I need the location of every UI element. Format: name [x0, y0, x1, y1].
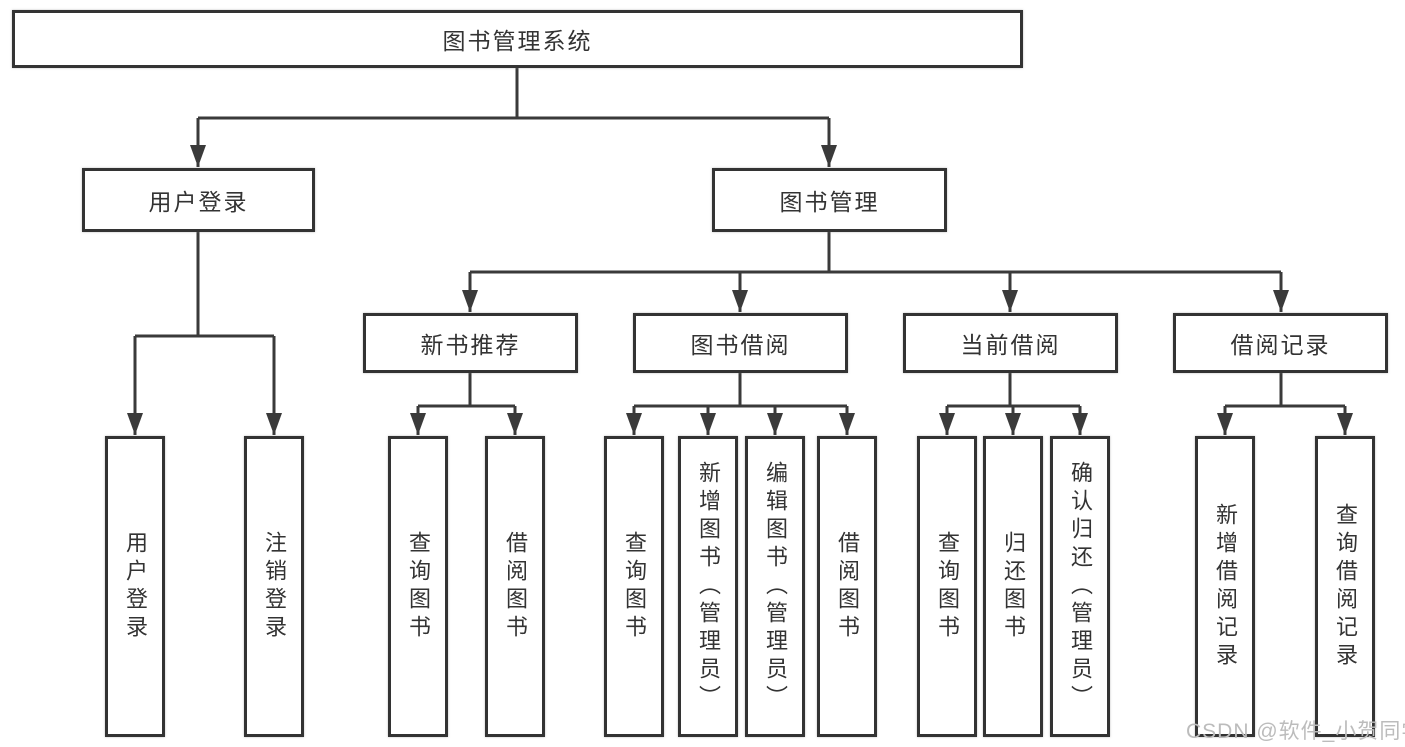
node-current-borrow: 当前借阅	[903, 313, 1118, 373]
leaf-cb-query-books-label: 查询图书	[935, 530, 960, 643]
leaf-bb-borrow-books-label: 借阅图书	[835, 530, 860, 643]
leaf-bb-query-books: 查询图书	[604, 436, 664, 737]
leaf-cb-confirm-return-admin-label: 确认归还（管理员）	[1068, 460, 1093, 713]
node-user-login: 用户登录	[82, 168, 315, 232]
connector-root	[198, 68, 829, 120]
connector-book-management	[470, 232, 1281, 274]
leaf-br-query-record-label: 查询借阅记录	[1333, 502, 1358, 671]
leaf-bb-edit-books-admin-label: 编辑图书（管理员）	[763, 460, 788, 713]
node-book-borrow: 图书借阅	[633, 313, 848, 373]
leaf-user-login-label: 用户登录	[123, 530, 148, 643]
connector-new-book	[418, 373, 515, 408]
leaf-cb-return-books: 归还图书	[983, 436, 1043, 737]
leaf-cb-confirm-return-admin: 确认归还（管理员）	[1050, 436, 1110, 737]
leaf-logout: 注销登录	[244, 436, 304, 737]
leaf-nb-borrow-books: 借阅图书	[485, 436, 545, 737]
leaf-cb-query-books: 查询图书	[917, 436, 977, 737]
connector-user-login	[135, 232, 274, 338]
leaf-bb-add-books-admin-label: 新增图书（管理员）	[696, 460, 721, 713]
leaf-bb-edit-books-admin: 编辑图书（管理员）	[745, 436, 805, 737]
connector-borrow-records	[1225, 373, 1345, 408]
leaf-logout-label: 注销登录	[262, 530, 287, 643]
csdn-watermark: CSDN @软件_小贺同学	[1186, 720, 1405, 743]
node-borrow-records: 借阅记录	[1173, 313, 1388, 373]
leaf-cb-return-books-label: 归还图书	[1001, 530, 1026, 643]
leaf-bb-borrow-books: 借阅图书	[817, 436, 877, 737]
connector-current-borrow	[947, 373, 1080, 408]
leaf-bb-add-books-admin: 新增图书（管理员）	[678, 436, 738, 737]
node-new-book-recommend: 新书推荐	[363, 313, 578, 373]
leaf-user-login: 用户登录	[105, 436, 165, 737]
leaf-br-query-record: 查询借阅记录	[1315, 436, 1375, 737]
leaf-nb-query-books-label: 查询图书	[406, 530, 431, 643]
leaf-nb-borrow-books-label: 借阅图书	[503, 530, 528, 643]
leaf-br-add-record: 新增借阅记录	[1195, 436, 1255, 737]
node-root-system: 图书管理系统	[12, 10, 1023, 68]
leaf-bb-query-books-label: 查询图书	[622, 530, 647, 643]
leaf-nb-query-books: 查询图书	[388, 436, 448, 737]
connector-book-borrow	[634, 373, 847, 408]
leaf-br-add-record-label: 新增借阅记录	[1213, 502, 1238, 671]
node-book-management: 图书管理	[712, 168, 947, 232]
